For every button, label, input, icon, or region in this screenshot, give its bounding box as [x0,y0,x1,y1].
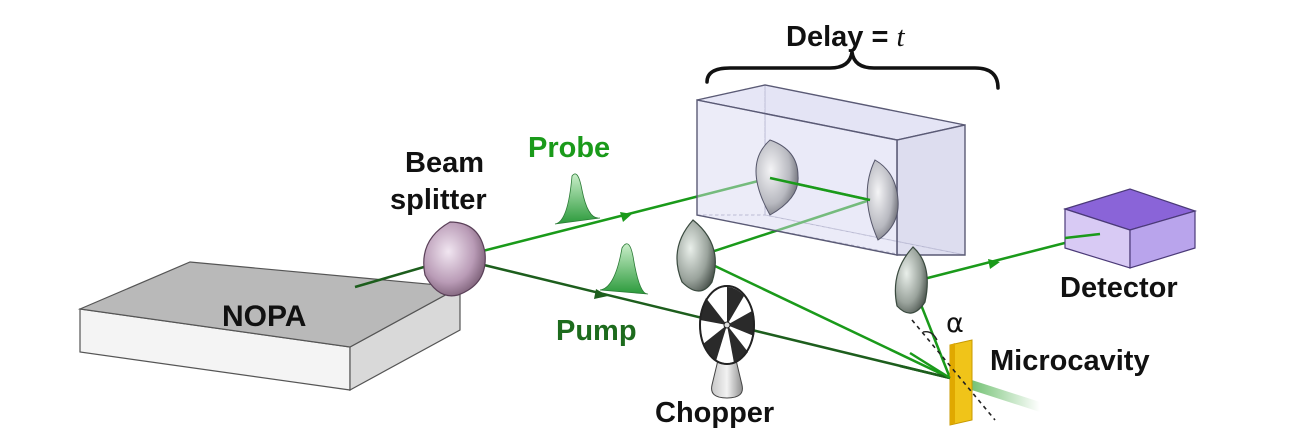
delay-brace [705,50,1000,90]
beam-splitter-label-line1: Beam [405,147,484,179]
delay-label: Delay = t [786,21,905,53]
mirror-3 [676,219,716,292]
pump-pulse [599,243,649,295]
detector-label: Detector [1060,272,1178,304]
probe-label: Probe [528,132,610,164]
alpha-angle-marker [911,319,996,421]
detector [1063,188,1197,269]
beams-at-sample [899,351,951,380]
beam-splitter-label-line2: splitter [390,184,487,216]
probe-pulse [554,173,601,225]
beam-splitter [423,221,486,297]
probe-beam-inside [769,176,871,202]
pump-label: Pump [556,315,637,347]
nopa-label: NOPA [222,300,306,333]
chopper-label: Chopper [655,397,774,429]
delay-mirror-2 [866,159,899,241]
chopper [699,285,755,399]
mirror-4 [894,246,928,314]
probe-into-detector [1064,232,1101,240]
alpha-label: α [946,308,964,339]
microcavity [949,339,973,426]
delay-mirror-1 [755,139,799,216]
microcavity-label: Microcavity [990,345,1150,377]
beam-arrows [594,212,1000,299]
delay-stage-front [696,84,966,256]
